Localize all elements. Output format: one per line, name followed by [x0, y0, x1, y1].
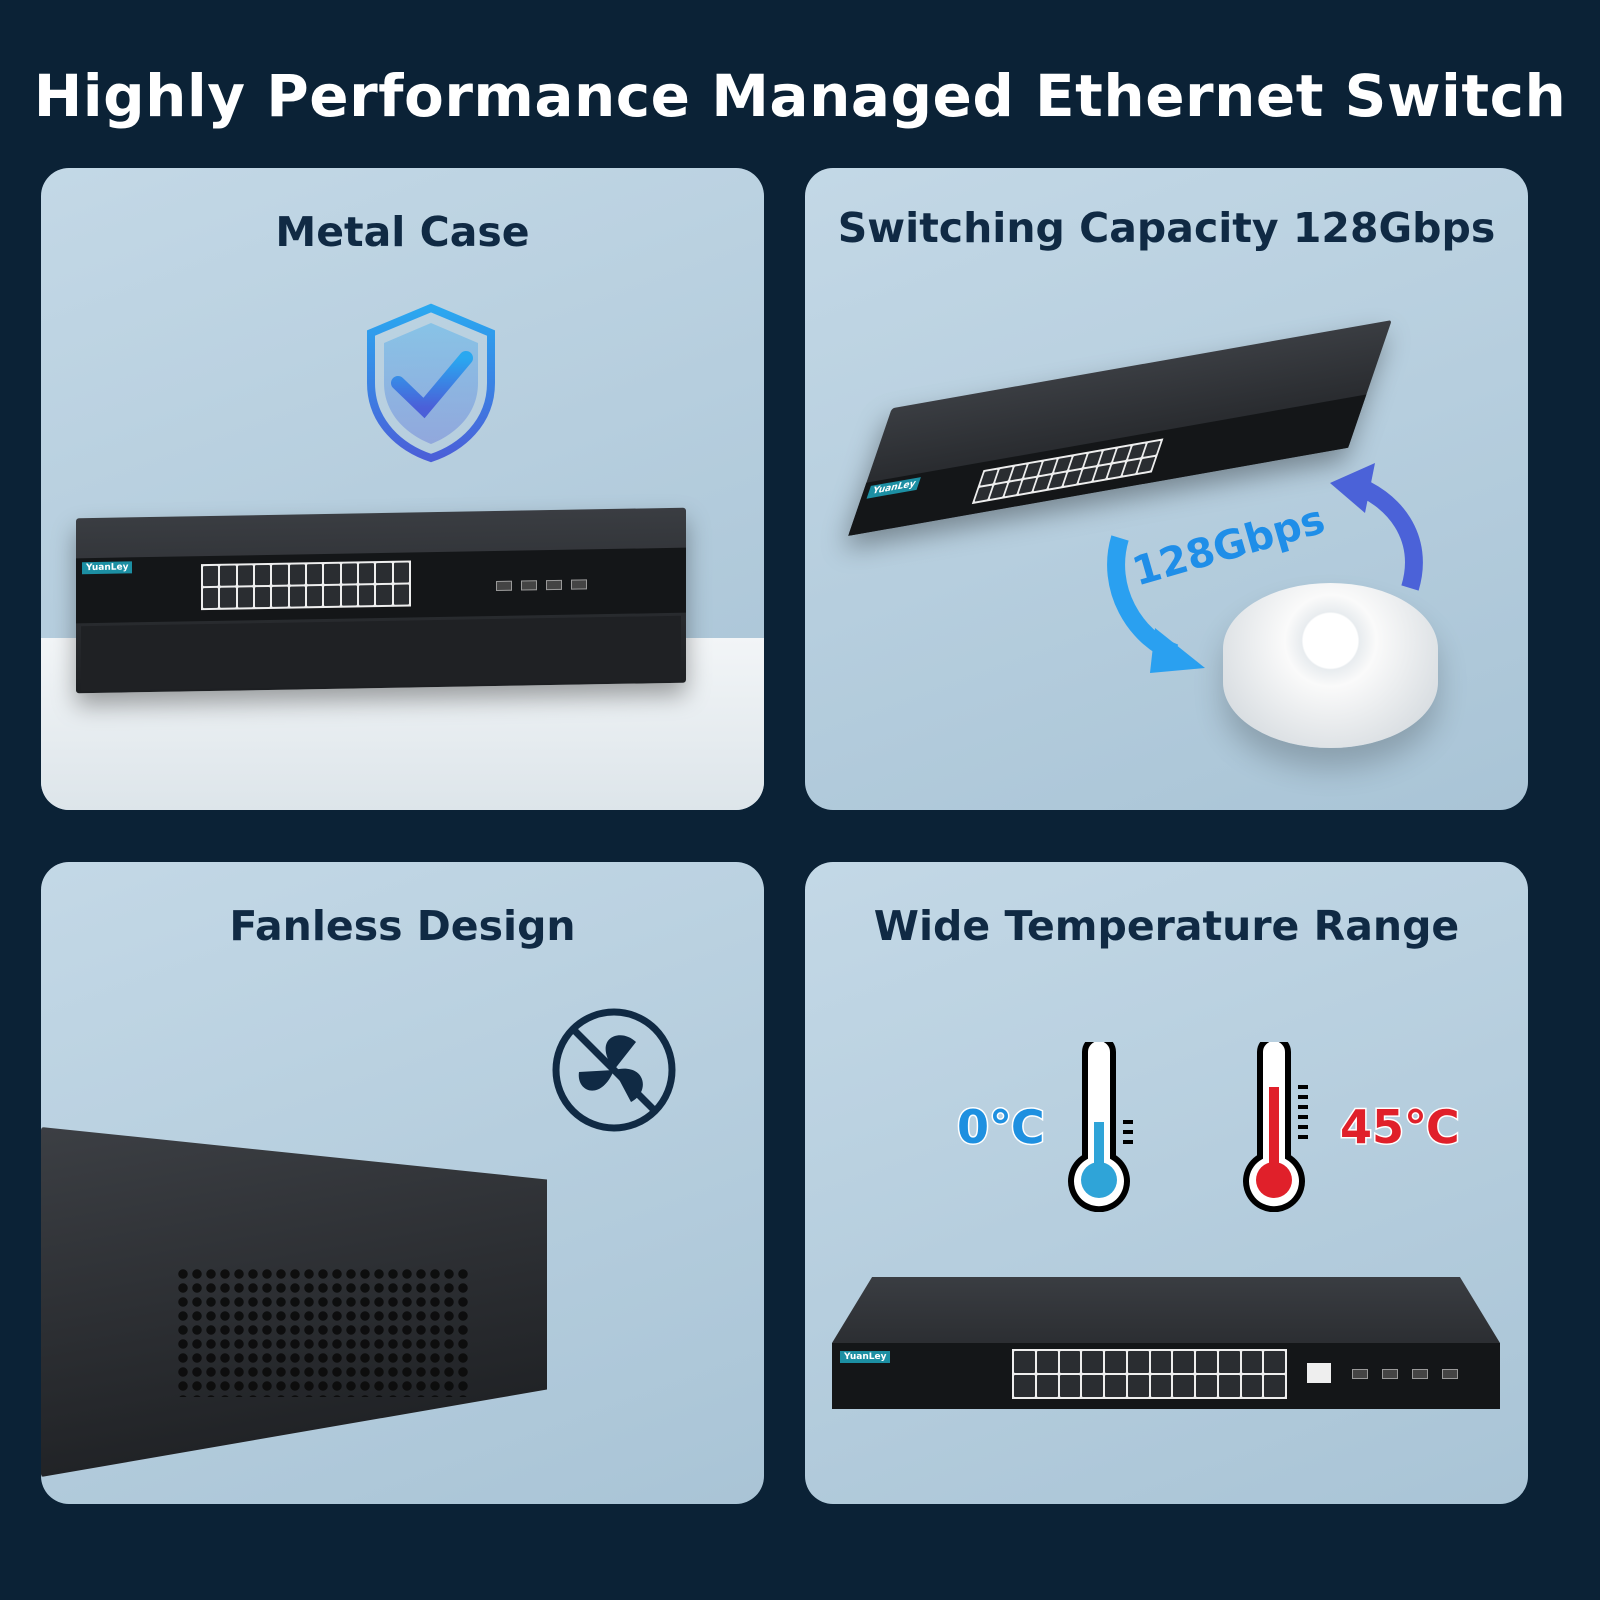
panel-fanless-design: Fanless Design	[41, 862, 764, 1504]
switch-front-image: YuanLey	[832, 1277, 1500, 1409]
rj45-port	[1150, 1351, 1172, 1373]
thermometer-hot-icon	[1243, 1042, 1308, 1212]
rj45-port	[324, 585, 340, 606]
rj45-port	[1196, 1375, 1217, 1397]
access-point-image	[1223, 583, 1438, 748]
rj45-port	[1039, 459, 1057, 476]
rj45-port	[1036, 1351, 1058, 1373]
rj45-port	[358, 585, 375, 606]
rj45-port	[341, 563, 357, 584]
rj45-port	[306, 564, 323, 585]
rj45-port	[1019, 477, 1037, 494]
rj45-port	[1241, 1351, 1263, 1373]
page-title: Highly Performance Managed Ethernet Swit…	[33, 62, 1567, 130]
brand-logo: YuanLey	[82, 561, 133, 575]
rj45-port	[1059, 1351, 1081, 1373]
rj45-port	[237, 587, 253, 608]
rj45-port	[237, 565, 253, 586]
rj45-port	[203, 565, 219, 587]
rj45-port	[974, 485, 993, 502]
rj45-port	[324, 563, 340, 584]
rj45-port	[393, 562, 409, 583]
rj45-port	[1024, 461, 1043, 478]
sfp-port	[571, 579, 587, 590]
rj45-port	[289, 586, 305, 607]
sfp-port	[546, 579, 562, 591]
rj45-port	[1264, 1351, 1285, 1373]
rj45-port	[1036, 1375, 1058, 1397]
sfp-port	[1352, 1369, 1368, 1379]
switch-side-image	[41, 1127, 547, 1477]
sfp-port	[1412, 1369, 1428, 1379]
rj45-port	[1127, 1375, 1149, 1397]
rj45-port	[254, 586, 271, 608]
panel-title: Metal Case	[275, 208, 530, 256]
rj45-port	[220, 565, 236, 586]
panel-temperature-range: Wide Temperature Range 0℃ 45℃ YuanLey	[805, 862, 1528, 1504]
panel-title: Wide Temperature Range	[873, 902, 1460, 950]
panel-metal-case: Metal Case YuanLey	[41, 168, 764, 810]
rj45-port	[1082, 1351, 1103, 1373]
rj45-port	[306, 586, 323, 607]
rj45-port	[1218, 1351, 1240, 1373]
rj45-port	[1033, 475, 1052, 492]
shield-check-icon	[367, 303, 495, 463]
rj45-port	[1082, 1375, 1103, 1397]
rj45-port	[341, 585, 357, 606]
brand-logo: YuanLey	[840, 1351, 891, 1363]
rj45-port	[289, 564, 305, 585]
min-temperature: 0℃	[956, 1099, 1047, 1156]
rj45-port	[1173, 1375, 1194, 1397]
sfp-port	[1382, 1369, 1398, 1379]
max-temperature: 45℃	[1339, 1099, 1462, 1156]
rj45-port	[1150, 1375, 1172, 1397]
ethernet-ports	[1012, 1349, 1287, 1399]
panel-title: Fanless Design	[229, 902, 576, 950]
rj45-port	[1218, 1375, 1240, 1397]
rj45-port	[203, 587, 219, 609]
vent-grille	[176, 1267, 471, 1397]
rj45-port	[376, 584, 392, 606]
sfp-port	[1442, 1369, 1458, 1379]
rj45-port	[376, 562, 392, 584]
rj45-port	[1264, 1375, 1285, 1397]
rj45-port	[358, 563, 375, 584]
rj45-port	[220, 587, 236, 608]
brand-logo: YuanLey	[866, 477, 922, 499]
rj45-port	[1196, 1351, 1217, 1373]
switch-image: YuanLey	[76, 507, 686, 694]
rj45-port	[272, 586, 288, 607]
no-fan-icon	[552, 1008, 676, 1132]
panel-title: Switching Capacity 128Gbps	[837, 204, 1496, 252]
rj45-port	[254, 564, 271, 586]
ethernet-ports	[201, 560, 411, 611]
thermometer-cold-icon	[1068, 1042, 1133, 1212]
rj45-port	[1105, 1351, 1126, 1373]
rj45-port	[393, 584, 409, 605]
rj45-port	[1059, 1375, 1081, 1397]
sfp-port	[521, 580, 537, 591]
rj45-port	[1173, 1351, 1194, 1373]
rj45-port	[1014, 1375, 1035, 1397]
rj45-port	[272, 564, 288, 585]
panel-switching-capacity: Switching Capacity 128Gbps YuanLey 128Gb…	[805, 168, 1528, 810]
circular-arrows-icon	[1107, 463, 1423, 673]
sfp-port	[496, 580, 512, 591]
rj45-port	[1127, 1351, 1149, 1373]
rj45-port	[1241, 1375, 1263, 1397]
rj45-port	[1014, 1351, 1035, 1373]
rj45-port	[1105, 1375, 1126, 1397]
rj45-port	[979, 469, 998, 486]
